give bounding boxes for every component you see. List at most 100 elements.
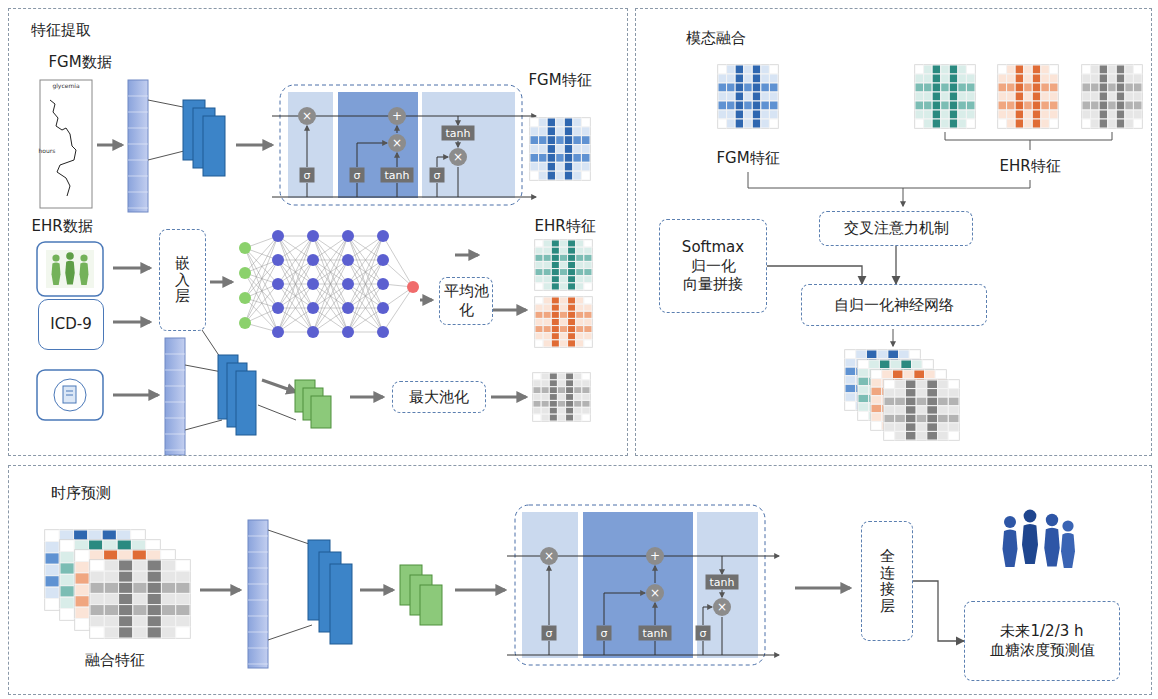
grid-cell [752, 92, 761, 101]
lstm-forget-region [522, 512, 578, 658]
projection-line [148, 100, 188, 108]
grid-cell [1015, 74, 1024, 83]
grid-cell [176, 616, 190, 627]
grid-cell [147, 605, 161, 616]
fused-feature-grid [75, 550, 175, 630]
bar-segment [248, 616, 268, 617]
grid-cell [551, 326, 559, 333]
grid-cell [966, 74, 975, 83]
grid-cell [539, 162, 548, 171]
grid-cell [752, 83, 761, 92]
grid-cell [884, 389, 895, 398]
grid-cell [924, 119, 933, 128]
grid-cell [909, 350, 920, 359]
grid-cell [104, 616, 118, 627]
grid-cell [912, 360, 923, 369]
grid-cell [161, 616, 175, 627]
network-neuron [342, 230, 354, 242]
grid-cell [895, 397, 906, 406]
network-weight [348, 236, 383, 260]
box-label: 未来1/2/3 h 血糖浓度预测值 [968, 622, 1116, 660]
grid-cell [858, 386, 869, 395]
grid-cell [1116, 83, 1125, 92]
grid-cell [735, 110, 744, 119]
grid-cell [576, 304, 584, 311]
grid-cell [104, 560, 118, 571]
grid-cell [582, 414, 590, 421]
grid-cell [858, 394, 869, 403]
fused-feature-grid [45, 530, 145, 610]
grid-cell [584, 311, 592, 318]
grid-cell [752, 110, 761, 119]
grid-cell [884, 414, 895, 423]
grid-cell [1133, 65, 1142, 74]
gate-wire [549, 566, 550, 625]
grid-cell [941, 119, 950, 128]
grid-cell [948, 406, 959, 415]
grid-cell [1091, 92, 1100, 101]
grid-cell [1133, 74, 1142, 83]
grid-cell [1091, 74, 1100, 83]
connector [895, 246, 896, 284]
grid-cell [535, 340, 543, 347]
grid-cell [119, 593, 133, 604]
flow-line [113, 267, 150, 270]
grid-cell [535, 333, 543, 340]
grid-cell [576, 247, 584, 254]
grid-cell [584, 261, 592, 268]
grid-cell [938, 406, 949, 415]
grid-cell [568, 276, 576, 283]
grid-cell [45, 553, 59, 564]
grid-cell [573, 118, 582, 127]
softmax-concat-box: Softmax 归一化 向量拼接 [659, 219, 767, 313]
grid-cell [718, 65, 727, 74]
grid-cell [104, 582, 118, 593]
grid-cell [559, 318, 567, 325]
grid-cell [744, 110, 753, 119]
grid-cell [1116, 92, 1125, 101]
grid-cell [161, 593, 175, 604]
grid-cell [845, 376, 856, 385]
operator-symbol: + [646, 547, 664, 565]
grid-cell [949, 65, 958, 74]
grid-cell [533, 400, 541, 407]
grid-cell [147, 560, 161, 571]
box-label: 平均池化 [443, 282, 489, 320]
grid-cell [90, 616, 104, 627]
ehr-feature-grid [915, 65, 975, 128]
grid-cell [899, 350, 910, 359]
grid-cell [556, 153, 565, 162]
network-weight [313, 308, 348, 332]
grid-cell [1032, 65, 1041, 74]
grid-cell [161, 560, 175, 571]
grid-cell [530, 171, 539, 180]
network-weight [313, 236, 348, 308]
grid-cell [769, 92, 778, 101]
grid-cell [949, 92, 958, 101]
grid-cell [895, 423, 906, 432]
person-body [1061, 533, 1075, 568]
input-sequence-bar [128, 80, 148, 212]
document-icon-circle [54, 379, 86, 411]
flow-line [491, 309, 526, 312]
grid-cell [535, 297, 543, 304]
grid-cell [566, 400, 574, 407]
bar-segment [128, 176, 148, 177]
grid-cell [1108, 74, 1117, 83]
person-body [80, 263, 89, 286]
grid-cell [1125, 65, 1134, 74]
grid-cell [915, 65, 924, 74]
lstm-cell-outline [515, 505, 765, 665]
gate-input [357, 183, 358, 197]
grid-cell [966, 119, 975, 128]
network-neuron [272, 230, 284, 242]
grid-cell [1007, 101, 1016, 110]
grid-cell [543, 261, 551, 268]
fused-feature-grid [884, 380, 959, 440]
grid-cell [958, 65, 967, 74]
bar-segment [165, 354, 185, 355]
grid-cell [727, 101, 736, 110]
panel-heading: 特征提取 [31, 21, 91, 40]
grid-cell [1049, 119, 1058, 128]
